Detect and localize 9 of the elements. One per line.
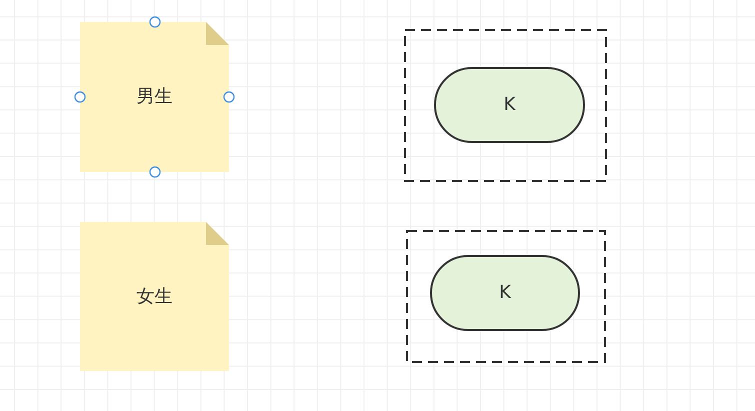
sticky-note — [80, 222, 229, 371]
sticky-note — [80, 22, 229, 172]
node-label: 男生 — [136, 86, 172, 108]
node-label: 女生 — [136, 286, 172, 308]
dashed-frame — [404, 29, 607, 182]
node-label: K — [504, 94, 516, 116]
dashed-frame — [406, 230, 606, 363]
node-label: K — [499, 282, 511, 304]
rounded-process-box — [434, 67, 585, 143]
